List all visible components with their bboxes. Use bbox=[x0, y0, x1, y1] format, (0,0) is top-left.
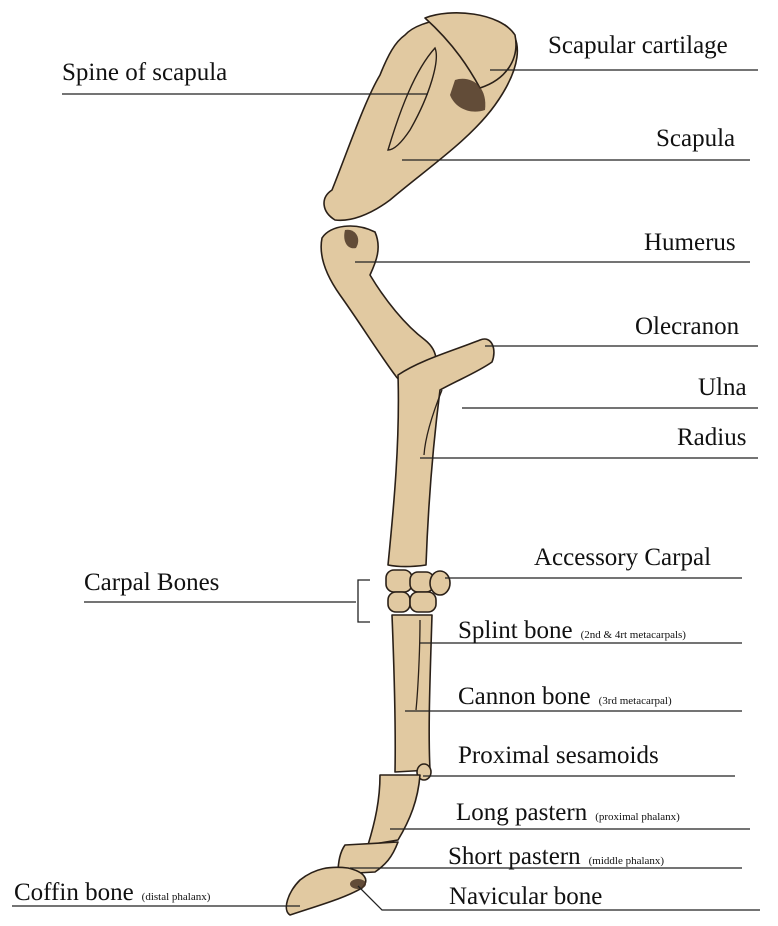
label-navicular-bone: Navicular bone bbox=[449, 884, 602, 909]
long-pastern-text: Long pastern bbox=[456, 799, 587, 826]
label-spine-of-scapula: Spine of scapula bbox=[62, 60, 227, 85]
label-accessory-carpal: Accessory Carpal bbox=[534, 545, 711, 570]
label-coffin-bone: Coffin bone (distal phalanx) bbox=[14, 880, 210, 905]
long-pastern-note: (proximal phalanx) bbox=[595, 811, 680, 823]
short-pastern-note: (middle phalanx) bbox=[589, 855, 664, 867]
splint-bone-note: (2nd & 4rt metacarpals) bbox=[581, 629, 686, 641]
long-pastern-bone bbox=[368, 775, 420, 845]
label-long-pastern: Long pastern (proximal phalanx) bbox=[456, 800, 680, 825]
label-carpal-bones: Carpal Bones bbox=[84, 570, 219, 595]
navicular-bone bbox=[350, 879, 366, 889]
label-scapula: Scapula bbox=[656, 126, 735, 151]
label-ulna: Ulna bbox=[698, 375, 747, 400]
label-cannon-bone: Cannon bone (3rd metacarpal) bbox=[458, 684, 672, 709]
cannon-bone-text: Cannon bone bbox=[458, 683, 591, 710]
label-splint-bone: Splint bone (2nd & 4rt metacarpals) bbox=[458, 618, 686, 643]
splint-bone-text: Splint bone bbox=[458, 617, 573, 644]
label-scapular-cartilage: Scapular cartilage bbox=[548, 33, 728, 58]
cannon-bone bbox=[392, 615, 432, 780]
coffin-bone-text: Coffin bone bbox=[14, 879, 134, 906]
label-proximal-sesamoids: Proximal sesamoids bbox=[458, 743, 659, 768]
short-pastern-text: Short pastern bbox=[448, 843, 581, 870]
label-olecranon: Olecranon bbox=[635, 314, 739, 339]
label-radius: Radius bbox=[677, 425, 746, 450]
label-humerus: Humerus bbox=[644, 230, 736, 255]
scapula-bone bbox=[324, 13, 517, 220]
label-short-pastern: Short pastern (middle phalanx) bbox=[448, 844, 664, 869]
carpal-bones bbox=[386, 570, 450, 612]
radius-ulna-bone bbox=[388, 339, 494, 566]
coffin-bone bbox=[286, 867, 365, 915]
cannon-bone-note: (3rd metacarpal) bbox=[599, 695, 672, 707]
humerus-bone bbox=[321, 226, 436, 385]
coffin-bone-note: (distal phalanx) bbox=[142, 891, 211, 903]
